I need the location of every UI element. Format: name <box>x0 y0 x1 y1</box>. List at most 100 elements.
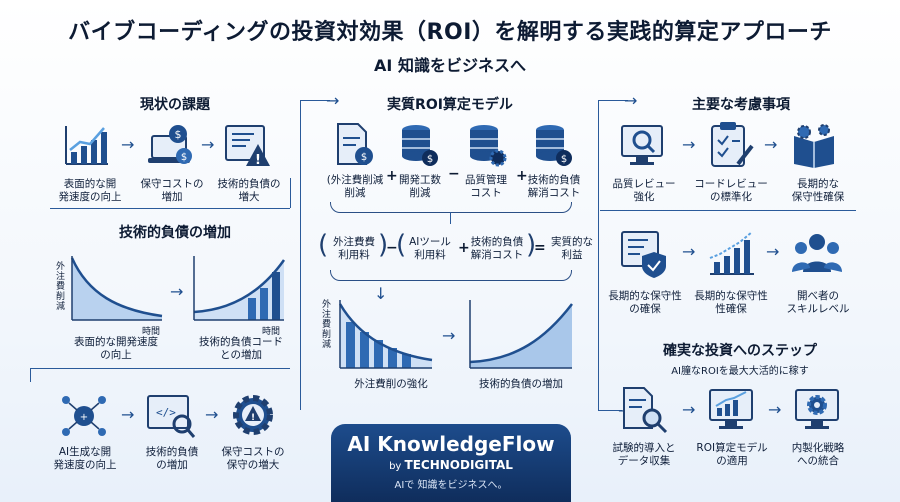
brace <box>330 202 572 213</box>
arrow-right-icon: → <box>682 242 696 261</box>
consideration-label: 長期的な保守性 の確保 <box>608 290 682 315</box>
consideration-label: 品質レビュー 強化 <box>612 178 676 203</box>
book-gear-icon <box>794 124 834 168</box>
roi-term: 開発工数 削減 <box>399 174 441 199</box>
decreasing-curve-chart <box>70 256 163 321</box>
arrow-down-icon: ↓ <box>374 284 388 303</box>
paren-open: ( <box>396 230 407 260</box>
arrow-right-icon: → <box>764 135 778 154</box>
formula-result: 実質的な 利益 <box>551 236 593 261</box>
document-coin-icon: $ <box>337 123 373 165</box>
roi-term: (外注費削減 削減 <box>326 174 384 199</box>
developers-icon <box>792 234 842 272</box>
step-label: ROI算定モデル の適用 <box>696 442 768 467</box>
brand-company: TECHNODIGITAL <box>404 458 513 472</box>
roi-term: 品質管理 コスト <box>465 174 507 199</box>
svg-text:!: ! <box>251 413 255 423</box>
arrow-right-icon: → <box>624 91 638 110</box>
tech-debt-title: 技術的負債の増加 <box>119 225 231 241</box>
arrow-right-icon: → <box>121 405 135 424</box>
database-coin-icon: $ <box>402 125 438 166</box>
minus-operator: − <box>386 240 398 256</box>
chart-caption: 技術的負債の増加 <box>479 378 563 390</box>
step-label: 技術的負債 の増加 <box>145 446 199 471</box>
increasing-bar-chart <box>193 256 286 321</box>
paren-close: ) <box>526 230 537 260</box>
formula-term: 技術的負債 解消コスト <box>470 236 524 261</box>
roi-model-title: 実質ROI算定モデル <box>387 97 513 113</box>
issue-label: 保守コストの 増加 <box>140 178 204 203</box>
growth-chart-icon <box>65 126 108 165</box>
increasing-area-chart <box>469 300 573 369</box>
database-gear-icon <box>470 125 507 167</box>
consideration-label: コードレビュー の標準化 <box>694 178 768 203</box>
equals-operator: = <box>534 240 546 256</box>
svg-text:$: $ <box>361 152 367 163</box>
chart-caption: 表面的な開発速度 の向上 <box>74 336 158 361</box>
gear-warning-icon: ! <box>233 395 273 435</box>
page-title: バイブコーディングの投資対効果（ROI）を解明する実践的算定アプローチ <box>68 20 832 45</box>
clipboard-check-icon <box>711 122 754 167</box>
step-label: 保守コストの 保守の増大 <box>221 446 285 471</box>
code-shield-icon <box>621 231 666 278</box>
svg-text:+: + <box>80 412 88 423</box>
chart-xlabel: 時間 <box>262 327 281 337</box>
plus-operator: + <box>458 240 470 256</box>
paren-open: ( <box>318 230 329 260</box>
brand-by: by <box>389 461 402 472</box>
code-search-icon: </> <box>147 395 196 438</box>
arrow-right-icon: → <box>326 91 340 110</box>
arrow-right-icon: → <box>682 400 696 419</box>
issue-label: 技術的負債の 増大 <box>217 178 281 203</box>
consideration-label: 開べ者の スキルレベル <box>786 290 850 315</box>
brand-company-line: by TECHNODIGITAL <box>331 458 571 472</box>
current-issues-title: 現状の課題 <box>140 97 210 113</box>
arrow-right-icon: → <box>205 405 219 424</box>
ai-network-icon: + <box>62 396 106 436</box>
minus-operator: − <box>448 166 460 182</box>
arrow-right-icon: → <box>682 135 696 154</box>
chart-caption: 技術的負債コード との増加 <box>199 336 283 361</box>
formula-term: 外注費費 利用料 <box>333 236 375 261</box>
rising-chart-icon <box>709 231 754 275</box>
chart-xlabel: 時間 <box>142 327 161 337</box>
arrow-right-icon: → <box>768 400 782 419</box>
svg-text:$: $ <box>175 128 182 141</box>
svg-text:$: $ <box>427 154 433 165</box>
svg-text:$: $ <box>181 152 187 163</box>
brand-name: AI KnowledgeFlow <box>347 432 555 456</box>
svg-text:$: $ <box>561 154 567 165</box>
page-subtitle: AI 知識をビジネスへ <box>374 56 526 75</box>
arrow-right-icon: → <box>442 326 456 345</box>
chart-caption: 外注費削の強化 <box>354 378 428 390</box>
paren-close: ) <box>378 230 389 260</box>
step-label: 試験的導入と データ収集 <box>612 442 676 467</box>
brand-card: AI KnowledgeFlow by TECHNODIGITAL AIで 知識… <box>331 424 571 502</box>
formula-term: AIツール 利用料 <box>409 236 451 261</box>
steps-subtitle: AI膧なROIを最大大活的に稼す <box>671 366 809 377</box>
database-coin-icon: $ <box>536 125 572 166</box>
laptop-coin-icon: $ $ <box>148 125 192 164</box>
arrow-right-icon: → <box>766 242 780 261</box>
considerations-title: 主要な考慮事項 <box>692 97 790 113</box>
document-magnifier-icon <box>623 387 668 434</box>
arrow-right-icon: → <box>121 135 135 154</box>
monitor-gear-icon <box>795 389 839 429</box>
chart-ylabel: 外 注 費 削 減 <box>322 300 332 350</box>
consideration-label: 長期的な保守性 性確保 <box>694 290 768 315</box>
plus-operator: + <box>516 168 528 184</box>
plus-operator: + <box>386 168 398 184</box>
chart-ylabel: 外 注 費 削 減 <box>56 262 66 312</box>
roi-term: 技術的負債 解消コスト <box>527 174 581 199</box>
brace <box>330 270 572 281</box>
issue-label: 表面的な開 発速度の向上 <box>58 178 122 203</box>
monitor-chart-icon <box>709 389 753 429</box>
decreasing-bar-chart <box>338 300 433 369</box>
arrow-right-icon: → <box>170 282 184 301</box>
step-label: AI生成な開 発速度の向上 <box>53 446 117 471</box>
brand-tagline: AIで 知識をビジネスへ。 <box>394 480 508 491</box>
step-label: 内製化戦略 への統合 <box>791 442 845 467</box>
arrow-right-icon: → <box>201 135 215 154</box>
consideration-label: 長期的な 保守性確保 <box>791 178 845 203</box>
svg-text:</>: </> <box>156 406 176 419</box>
